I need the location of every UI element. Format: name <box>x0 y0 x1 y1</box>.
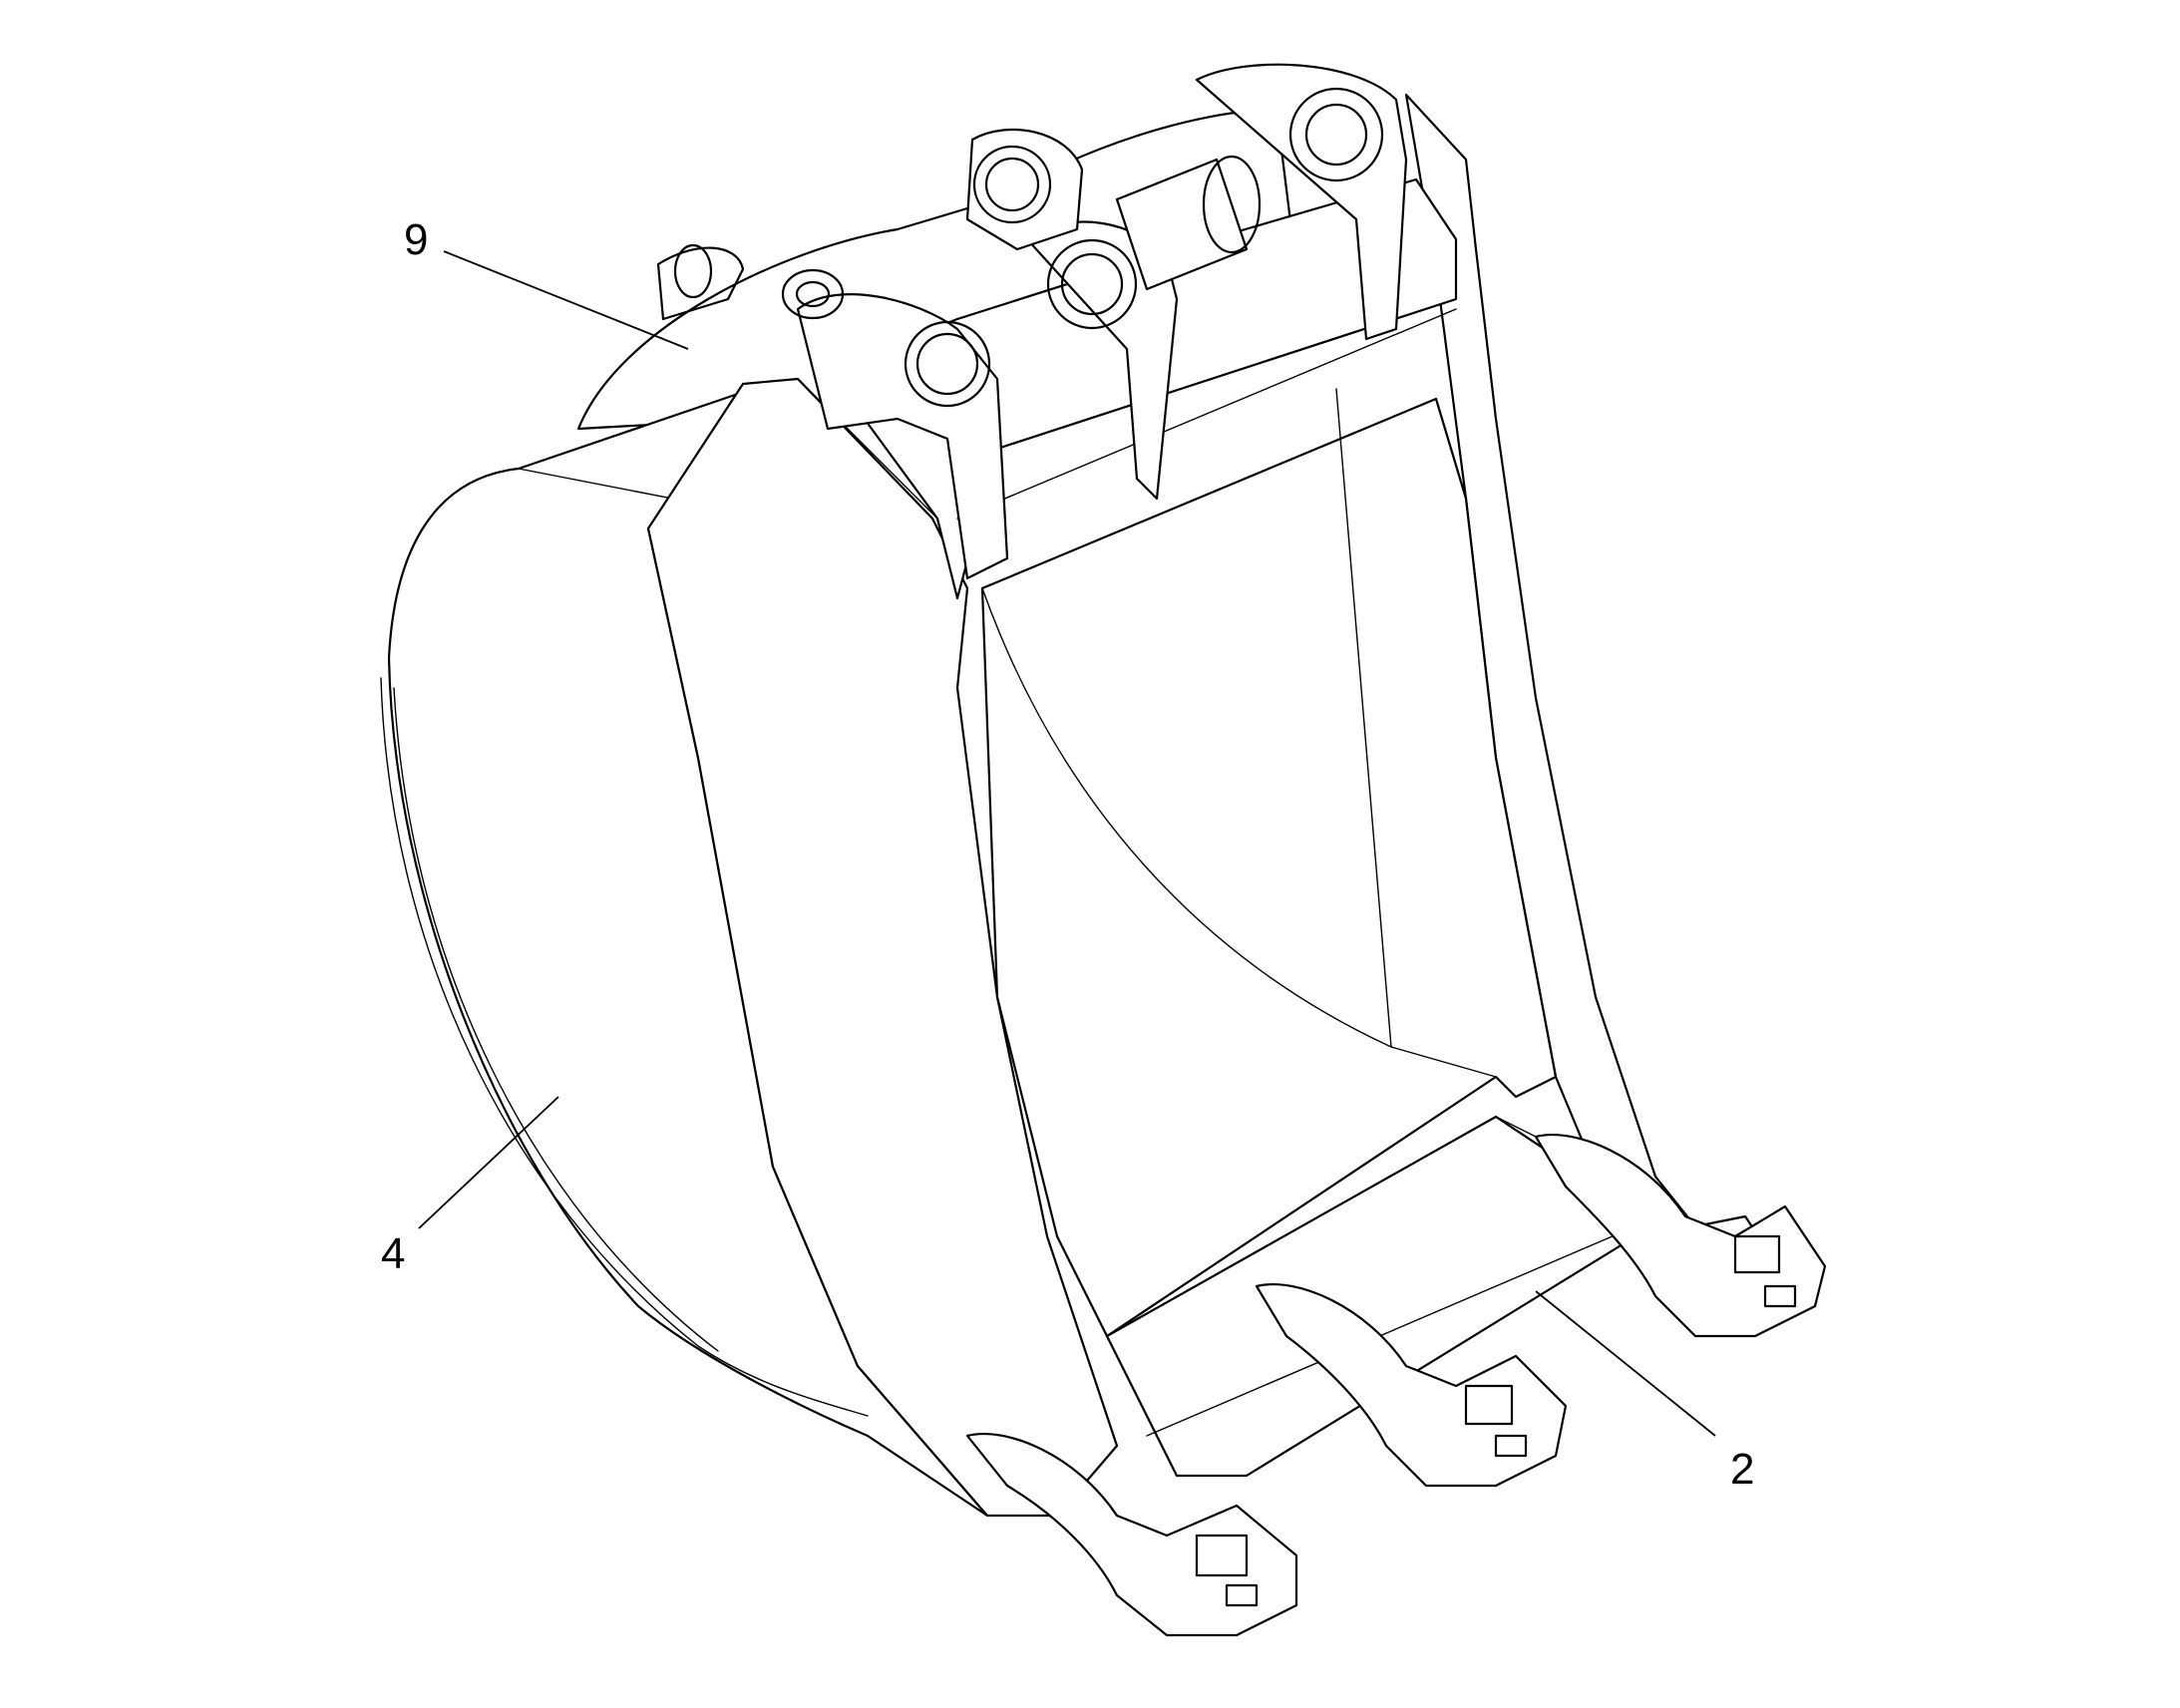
callout-4: 4 <box>381 1096 559 1278</box>
tooth-left <box>965 1433 1298 1637</box>
callout-label-2: 2 <box>1730 1445 1754 1494</box>
hinge-lugs <box>781 63 1408 580</box>
tooth-right <box>1534 1134 1827 1338</box>
bucket-teeth <box>965 1134 1827 1637</box>
callout-2: 2 <box>1535 1290 1754 1494</box>
side-plate-left <box>380 392 989 1518</box>
tooth-middle <box>1255 1283 1568 1488</box>
back-shell <box>576 108 1298 431</box>
callout-label-9: 9 <box>404 215 428 264</box>
callout-label-4: 4 <box>381 1229 405 1278</box>
callout-9: 9 <box>404 215 689 350</box>
